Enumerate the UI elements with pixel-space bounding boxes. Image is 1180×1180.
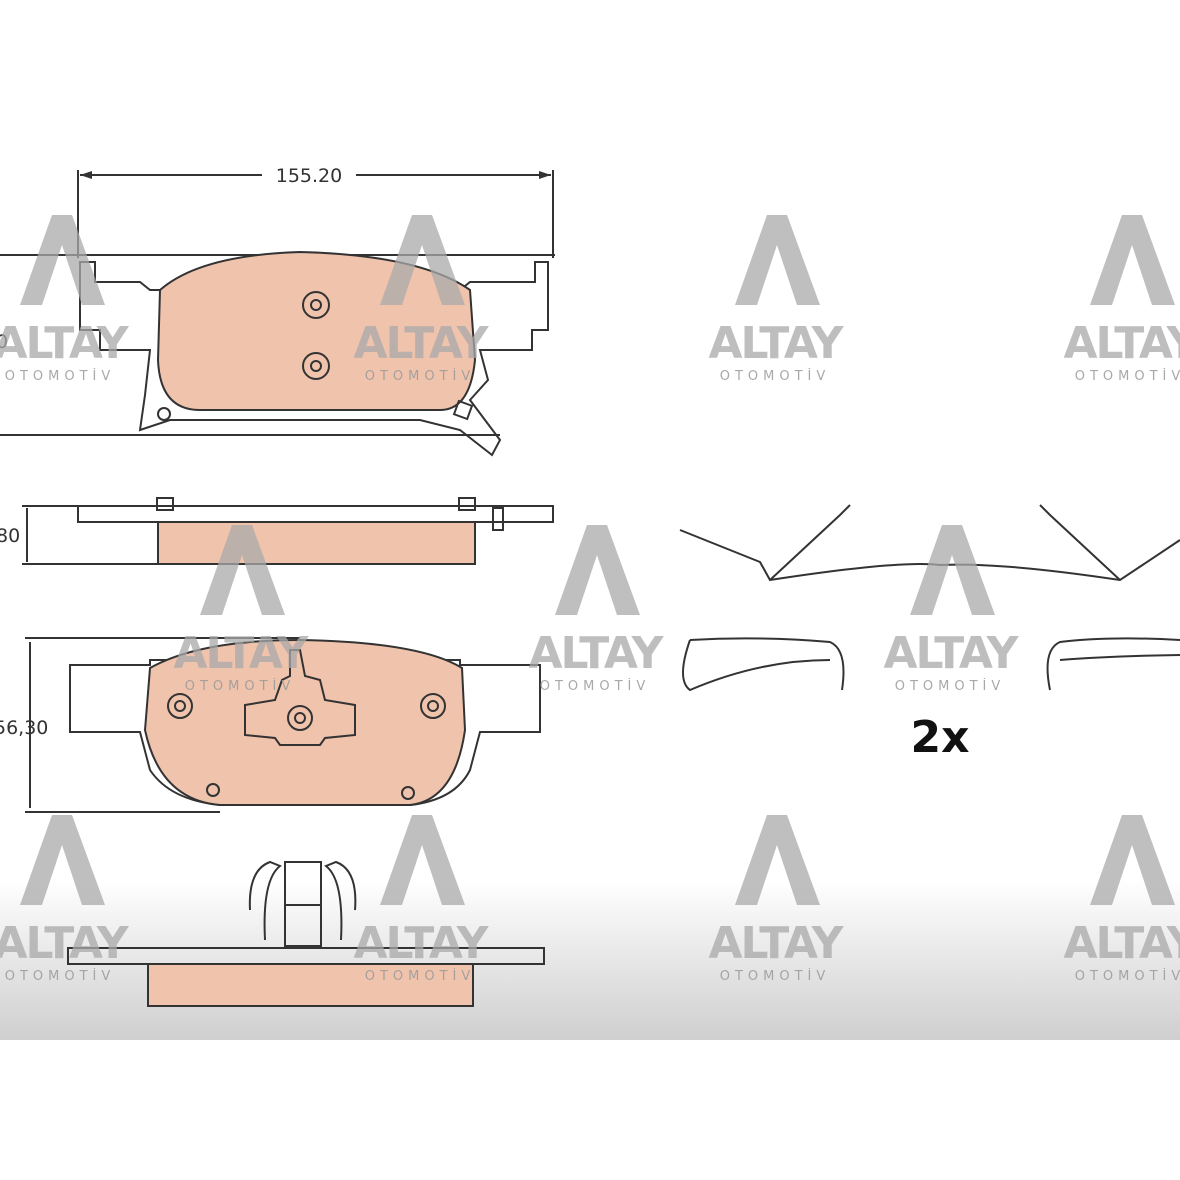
pad-back-view: 56,30 bbox=[0, 637, 541, 813]
svg-text:ALTAY: ALTAY bbox=[883, 628, 1019, 679]
svg-text:OTOMOTİV: OTOMOTİV bbox=[5, 368, 116, 384]
svg-text:OTOMOTİV: OTOMOTİV bbox=[1075, 968, 1180, 984]
svg-text:OTOMOTİV: OTOMOTİV bbox=[720, 368, 831, 384]
svg-text:ALTAY: ALTAY bbox=[1063, 918, 1180, 969]
svg-text:ALTAY: ALTAY bbox=[1063, 318, 1180, 369]
pad-side-view: 80 bbox=[0, 497, 554, 565]
svg-text:OTOMOTİV: OTOMOTİV bbox=[540, 678, 651, 694]
svg-text:OTOMOTİV: OTOMOTİV bbox=[5, 968, 116, 984]
svg-text:ALTAY: ALTAY bbox=[0, 918, 130, 969]
svg-text:OTOMOTİV: OTOMOTİV bbox=[720, 968, 831, 984]
svg-text:ALTAY: ALTAY bbox=[708, 918, 844, 969]
svg-text:OTOMOTİV: OTOMOTİV bbox=[365, 968, 476, 984]
background-band bbox=[0, 880, 1180, 1040]
width-dimension: 155.20 bbox=[77, 165, 554, 258]
svg-text:ALTAY: ALTAY bbox=[353, 918, 489, 969]
svg-text:ALTAY: ALTAY bbox=[173, 628, 309, 679]
pad-bottom-view bbox=[67, 860, 545, 1007]
svg-text:ALTAY: ALTAY bbox=[528, 628, 664, 679]
watermarks: ALTAYOTOMOTİVALTAYOTOMOTİVALTAYOTOMOTİVA… bbox=[0, 215, 1180, 984]
svg-text:OTOMOTİV: OTOMOTİV bbox=[1075, 368, 1180, 384]
quantity-label: 2x bbox=[911, 712, 970, 763]
svg-text:OTOMOTİV: OTOMOTİV bbox=[365, 368, 476, 384]
width-dimension-label: 155.20 bbox=[276, 165, 342, 187]
svg-text:OTOMOTİV: OTOMOTİV bbox=[895, 678, 1006, 694]
height-bottom-label: 56,30 bbox=[0, 717, 48, 739]
svg-text:ALTAY: ALTAY bbox=[708, 318, 844, 369]
thickness-label: 80 bbox=[0, 525, 20, 547]
svg-text:ALTAY: ALTAY bbox=[0, 318, 130, 369]
svg-text:OTOMOTİV: OTOMOTİV bbox=[185, 678, 296, 694]
svg-text:ALTAY: ALTAY bbox=[353, 318, 489, 369]
height-top-label: 0 bbox=[0, 331, 8, 353]
